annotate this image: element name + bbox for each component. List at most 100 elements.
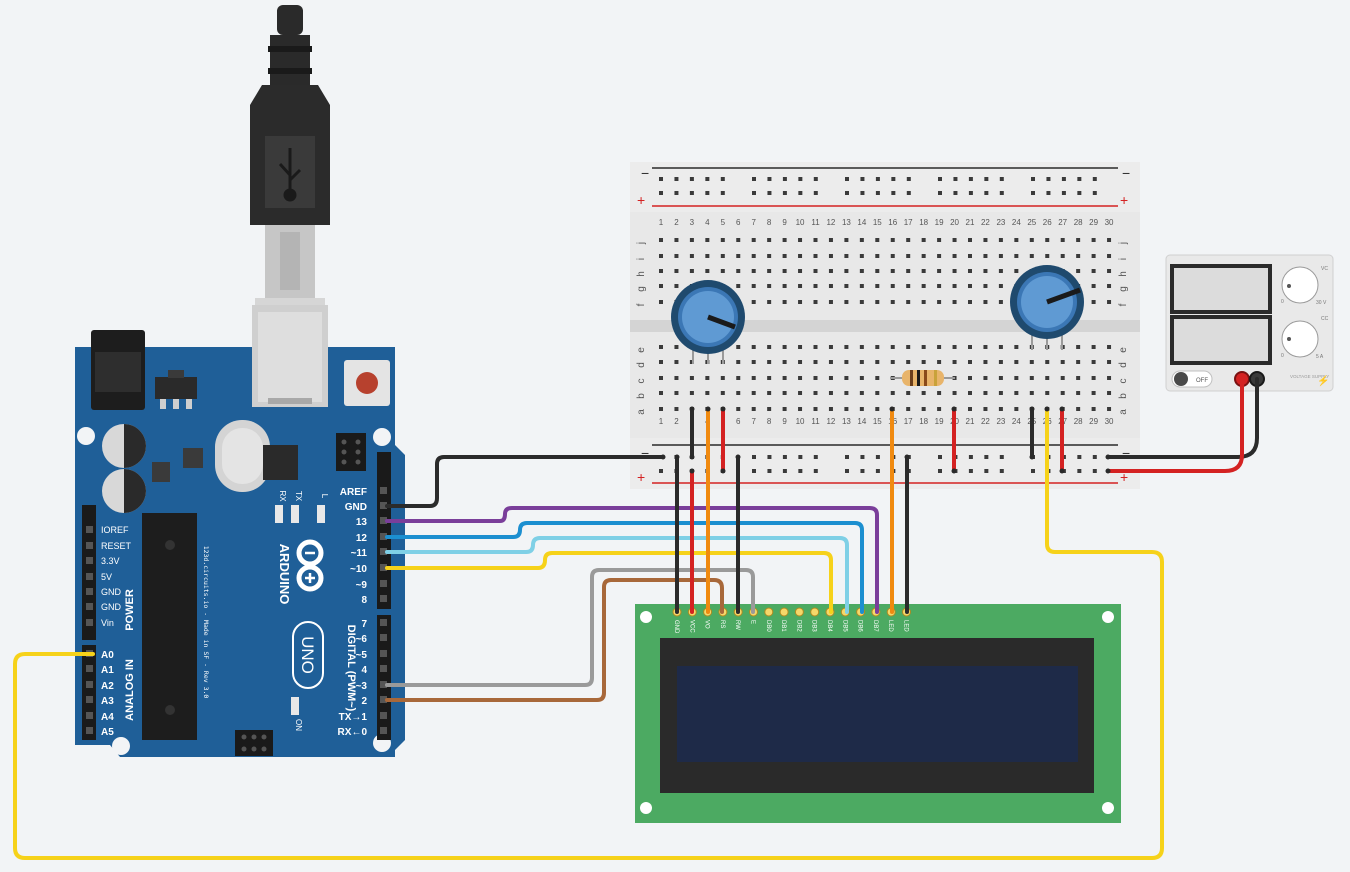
- breadboard-hole[interactable]: [828, 345, 833, 349]
- breadboard-hole[interactable]: [937, 407, 942, 411]
- rail-hole[interactable]: [938, 455, 942, 459]
- breadboard-hole[interactable]: [1107, 407, 1112, 411]
- breadboard-hole[interactable]: [906, 360, 911, 364]
- rail-hole[interactable]: [968, 191, 973, 195]
- breadboard-hole[interactable]: [1076, 254, 1081, 258]
- lcd-pin[interactable]: [810, 607, 820, 617]
- breadboard-hole[interactable]: [968, 300, 972, 304]
- rail-hole[interactable]: [845, 469, 849, 473]
- breadboard-hole[interactable]: [859, 407, 864, 411]
- power-supply[interactable]: 0 0 30 V 5 A VC CC OFF VOLTAGE SUPPLY ⚡: [1165, 254, 1334, 392]
- breadboard-hole[interactable]: [1091, 407, 1096, 411]
- breadboard-hole[interactable]: [736, 238, 741, 242]
- rail-hole[interactable]: [705, 177, 710, 181]
- breadboard-hole[interactable]: [813, 300, 818, 304]
- breadboard-hole[interactable]: [674, 407, 679, 411]
- rail-hole[interactable]: [984, 177, 989, 181]
- rail-hole[interactable]: [875, 177, 880, 181]
- breadboard-hole[interactable]: [1029, 360, 1034, 364]
- breadboard-hole[interactable]: [813, 284, 818, 288]
- breadboard-hole[interactable]: [1091, 345, 1096, 349]
- rail-hole[interactable]: [845, 455, 849, 459]
- breadboard-hole[interactable]: [705, 376, 710, 380]
- breadboard-hole[interactable]: [859, 300, 864, 304]
- rail-hole[interactable]: [1031, 177, 1035, 181]
- breadboard-hole[interactable]: [875, 238, 880, 242]
- rail-hole[interactable]: [1077, 177, 1082, 181]
- breadboard-hole[interactable]: [828, 269, 833, 273]
- breadboard-hole[interactable]: [937, 345, 942, 349]
- breadboard-hole[interactable]: [859, 345, 864, 349]
- breadboard-hole[interactable]: [798, 238, 803, 242]
- breadboard-hole[interactable]: [720, 254, 725, 258]
- wire-a0[interactable]: [13, 407, 1164, 860]
- breadboard-hole[interactable]: [798, 391, 803, 395]
- breadboard-hole[interactable]: [659, 391, 663, 395]
- header-pin[interactable]: [380, 533, 387, 540]
- breadboard-hole[interactable]: [968, 238, 972, 242]
- breadboard-hole[interactable]: [844, 376, 849, 380]
- breadboard-hole[interactable]: [1029, 238, 1034, 242]
- wire-gnd-to-rail[interactable]: [385, 455, 665, 508]
- breadboard-hole[interactable]: [1107, 254, 1112, 258]
- wire-pin13[interactable]: [385, 506, 879, 614]
- wire-supply-gnd[interactable]: [1106, 377, 1259, 459]
- rail-hole[interactable]: [891, 177, 896, 181]
- rail-hole[interactable]: [782, 455, 787, 459]
- breadboard-hole[interactable]: [1014, 254, 1019, 258]
- breadboard-hole[interactable]: [736, 391, 741, 395]
- breadboard-hole[interactable]: [767, 284, 772, 288]
- voltage-knob[interactable]: [1281, 266, 1319, 304]
- wire-pin10[interactable]: [385, 551, 833, 614]
- breadboard-hole[interactable]: [906, 254, 911, 258]
- breadboard-hole[interactable]: [890, 300, 895, 304]
- breadboard-hole[interactable]: [782, 284, 787, 288]
- breadboard-hole[interactable]: [828, 391, 833, 395]
- breadboard-hole[interactable]: [659, 269, 663, 273]
- breadboard-hole[interactable]: [751, 407, 756, 411]
- rail-hole[interactable]: [860, 177, 865, 181]
- header-pin[interactable]: [380, 712, 387, 719]
- breadboard-hole[interactable]: [828, 360, 833, 364]
- rail-hole[interactable]: [1031, 469, 1035, 473]
- breadboard-hole[interactable]: [921, 238, 926, 242]
- breadboard-hole[interactable]: [968, 360, 972, 364]
- breadboard-hole[interactable]: [659, 360, 663, 364]
- breadboard-hole[interactable]: [736, 345, 741, 349]
- breadboard-hole[interactable]: [813, 360, 818, 364]
- header-pin[interactable]: [86, 712, 93, 719]
- breadboard-hole[interactable]: [689, 254, 694, 258]
- breadboard-hole[interactable]: [983, 360, 988, 364]
- breadboard[interactable]: − − + + − − + + 112233445566778899101011…: [630, 162, 1140, 489]
- breadboard-hole[interactable]: [937, 254, 942, 258]
- header-pin[interactable]: [86, 727, 93, 734]
- breadboard-hole[interactable]: [798, 254, 803, 258]
- rail-hole[interactable]: [1031, 191, 1035, 195]
- rail-hole[interactable]: [875, 469, 880, 473]
- power-switch[interactable]: OFF: [1171, 370, 1213, 388]
- breadboard-hole[interactable]: [921, 284, 926, 288]
- breadboard-hole[interactable]: [782, 391, 787, 395]
- breadboard-hole[interactable]: [890, 284, 895, 288]
- breadboard-hole[interactable]: [952, 254, 957, 258]
- breadboard-hole[interactable]: [689, 376, 694, 380]
- breadboard-hole[interactable]: [983, 284, 988, 288]
- breadboard-hole[interactable]: [1045, 254, 1050, 258]
- header-pin[interactable]: [380, 681, 387, 688]
- breadboard-hole[interactable]: [659, 376, 663, 380]
- breadboard-hole[interactable]: [937, 391, 942, 395]
- rail-hole[interactable]: [860, 469, 865, 473]
- rail-hole[interactable]: [906, 191, 911, 195]
- breadboard-hole[interactable]: [1076, 391, 1081, 395]
- breadboard-hole[interactable]: [767, 238, 772, 242]
- breadboard-hole[interactable]: [1076, 360, 1081, 364]
- breadboard-hole[interactable]: [906, 284, 911, 288]
- rail-hole[interactable]: [689, 177, 694, 181]
- breadboard-hole[interactable]: [921, 407, 926, 411]
- header-pin[interactable]: [380, 517, 387, 524]
- breadboard-hole[interactable]: [767, 269, 772, 273]
- breadboard-hole[interactable]: [1045, 360, 1050, 364]
- breadboard-hole[interactable]: [689, 269, 694, 273]
- header-pin[interactable]: [380, 595, 387, 602]
